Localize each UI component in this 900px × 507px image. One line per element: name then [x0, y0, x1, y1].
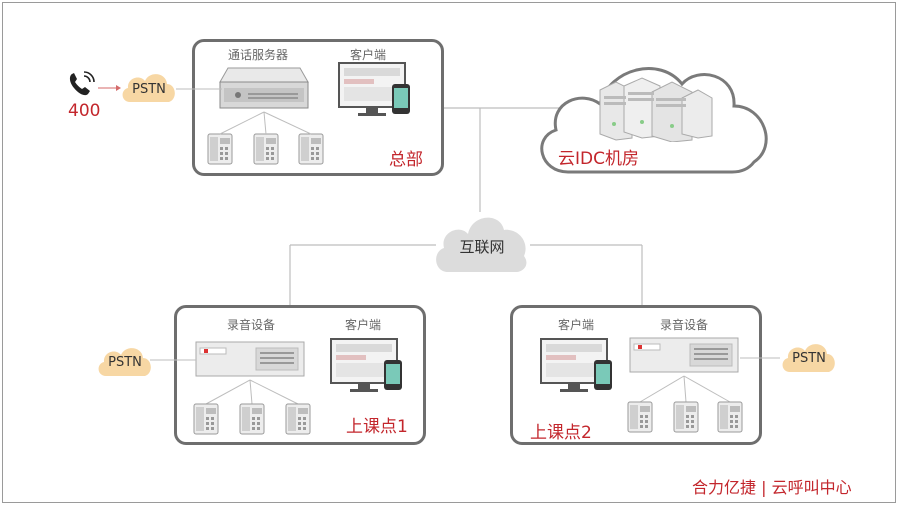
desk-phone-icon	[627, 401, 653, 433]
footer-brand: 合力亿捷 | 云呼叫中心	[692, 478, 852, 497]
monitor-icon	[540, 338, 612, 392]
phone-handset-icon	[69, 71, 95, 96]
desk-phone-icon	[253, 133, 279, 165]
site1-client-label: 客户端	[345, 318, 382, 332]
server-icon	[219, 67, 309, 109]
pstn-label: PSTN	[108, 355, 142, 370]
site2-name: 上课点2	[530, 423, 592, 443]
desk-phone-icon	[717, 401, 743, 433]
site1-recorder-label: 录音设备	[227, 318, 276, 332]
internet-cloud	[436, 217, 527, 272]
hq-server-label: 通话服务器	[228, 48, 289, 62]
pstn-label: PSTN	[792, 351, 826, 366]
site2-client-label: 客户端	[558, 318, 595, 332]
desk-phone-icon	[673, 401, 699, 433]
site1-name: 上课点1	[346, 417, 408, 437]
pstn-cloud	[122, 74, 175, 102]
internet-label: 互联网	[459, 238, 505, 256]
hq-client-label: 客户端	[350, 48, 387, 62]
pstn-cloud	[98, 348, 151, 376]
monitor-icon	[338, 62, 410, 116]
desk-phone-icon	[193, 403, 219, 435]
recorder-icon	[195, 341, 305, 377]
pstn-label: PSTN	[132, 82, 166, 97]
desk-phone-icon	[285, 403, 311, 435]
server-rack-icon	[599, 77, 713, 142]
hq-name: 总部	[389, 150, 423, 170]
pstn-cloud	[782, 344, 835, 372]
idc-name: 云IDC机房	[558, 149, 639, 169]
desk-phone-icon	[239, 403, 265, 435]
phone-number: 400	[68, 101, 101, 121]
recorder-icon	[629, 337, 739, 373]
monitor-icon	[330, 338, 402, 392]
site2-recorder-label: 录音设备	[660, 318, 709, 332]
